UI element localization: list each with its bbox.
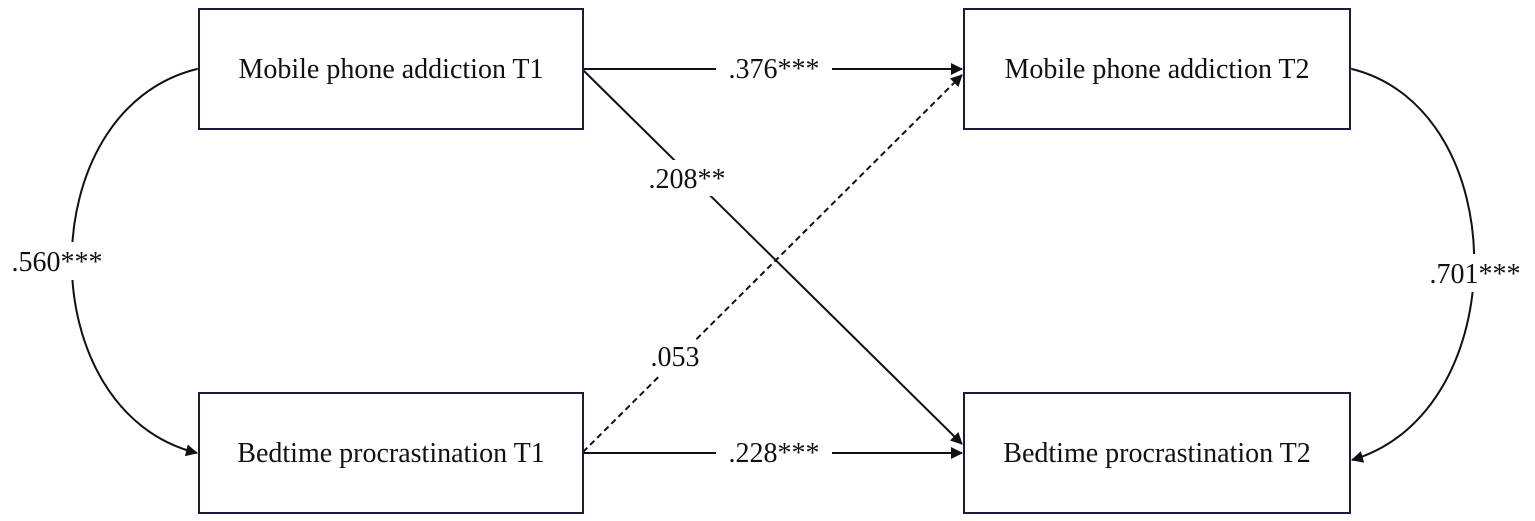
node-label: Bedtime procrastination T1	[237, 438, 544, 469]
coef-t1-covariance: .560***	[12, 247, 103, 278]
node-mobile-phone-addiction-t2: Mobile phone addiction T2	[963, 8, 1351, 130]
node-label: Bedtime procrastination T2	[1003, 438, 1310, 469]
node-mobile-phone-addiction-t1: Mobile phone addiction T1	[198, 8, 584, 130]
coef-mpa-t1-to-mpa-t2: .376***	[729, 54, 820, 85]
node-bedtime-procrastination-t1: Bedtime procrastination T1	[198, 392, 584, 514]
path-bp-t1-to-mpa-t2	[582, 74, 963, 453]
coef-t2-covariance: .701***	[1430, 259, 1521, 290]
node-label: Mobile phone addiction T1	[238, 54, 543, 85]
coef-bp-t1-to-mpa-t2: .053	[651, 342, 700, 373]
node-bedtime-procrastination-t2: Bedtime procrastination T2	[963, 392, 1351, 514]
coef-mpa-t1-to-bp-t2: .208**	[649, 164, 726, 195]
coef-bp-t1-to-bp-t2: .228***	[729, 438, 820, 469]
path-mpa-t1-to-bp-t2	[582, 69, 963, 445]
node-label: Mobile phone addiction T2	[1004, 54, 1309, 85]
